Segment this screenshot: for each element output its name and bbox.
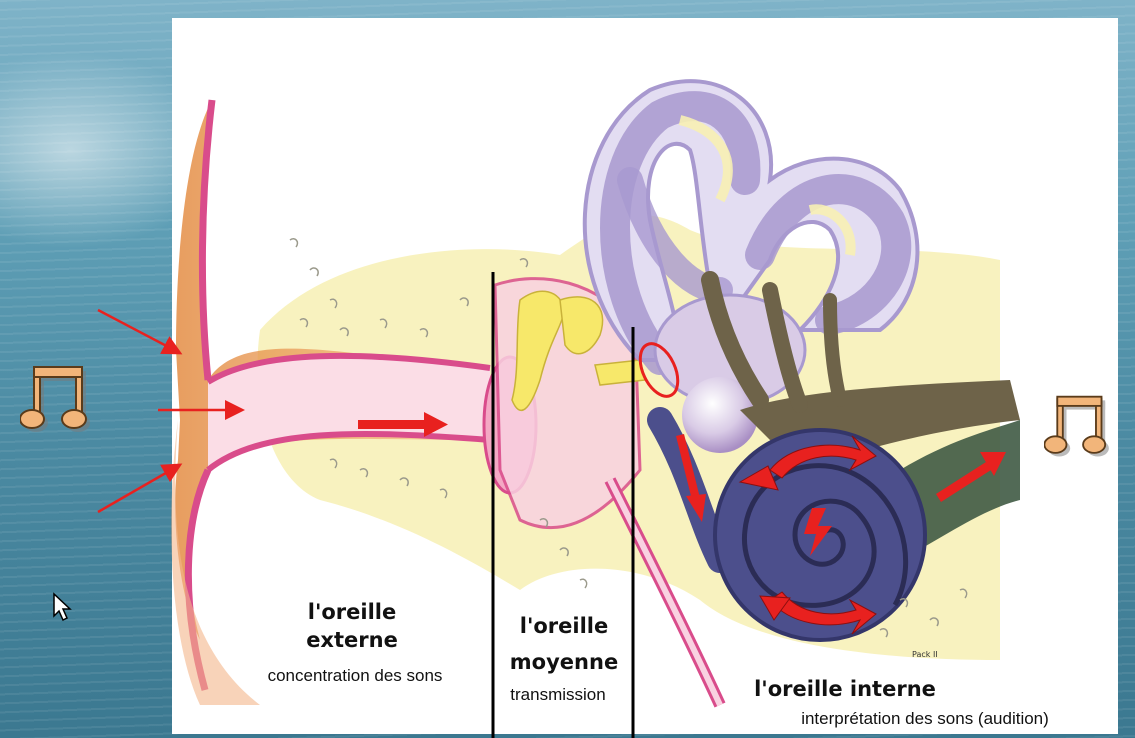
right-music-note-icon: [1044, 393, 1124, 463]
inner-ear-title: l'oreille interne: [750, 675, 940, 703]
inner-ear-description: interprétation des sons (audition): [760, 708, 1090, 730]
mouse-pointer-icon: [52, 592, 74, 622]
middle-ear-title-1: l'oreille: [495, 612, 633, 640]
outer-ear-title-1: l'oreille: [282, 598, 422, 626]
outer-ear-description: concentration des sons: [240, 665, 470, 687]
middle-ear-title-2: moyenne: [495, 648, 633, 676]
outer-ear-label: l'oreille externe: [282, 598, 422, 654]
outer-ear-title-2: externe: [282, 626, 422, 654]
artist-signature: Pack II: [912, 650, 938, 659]
middle-ear-description: transmission: [495, 684, 621, 706]
middle-ear-label: l'oreille moyenne: [495, 612, 633, 676]
stapes: [595, 360, 645, 385]
sound-arrow-lower: [98, 466, 178, 512]
sound-arrow-upper: [98, 310, 178, 352]
left-music-note-icon: [20, 363, 106, 439]
